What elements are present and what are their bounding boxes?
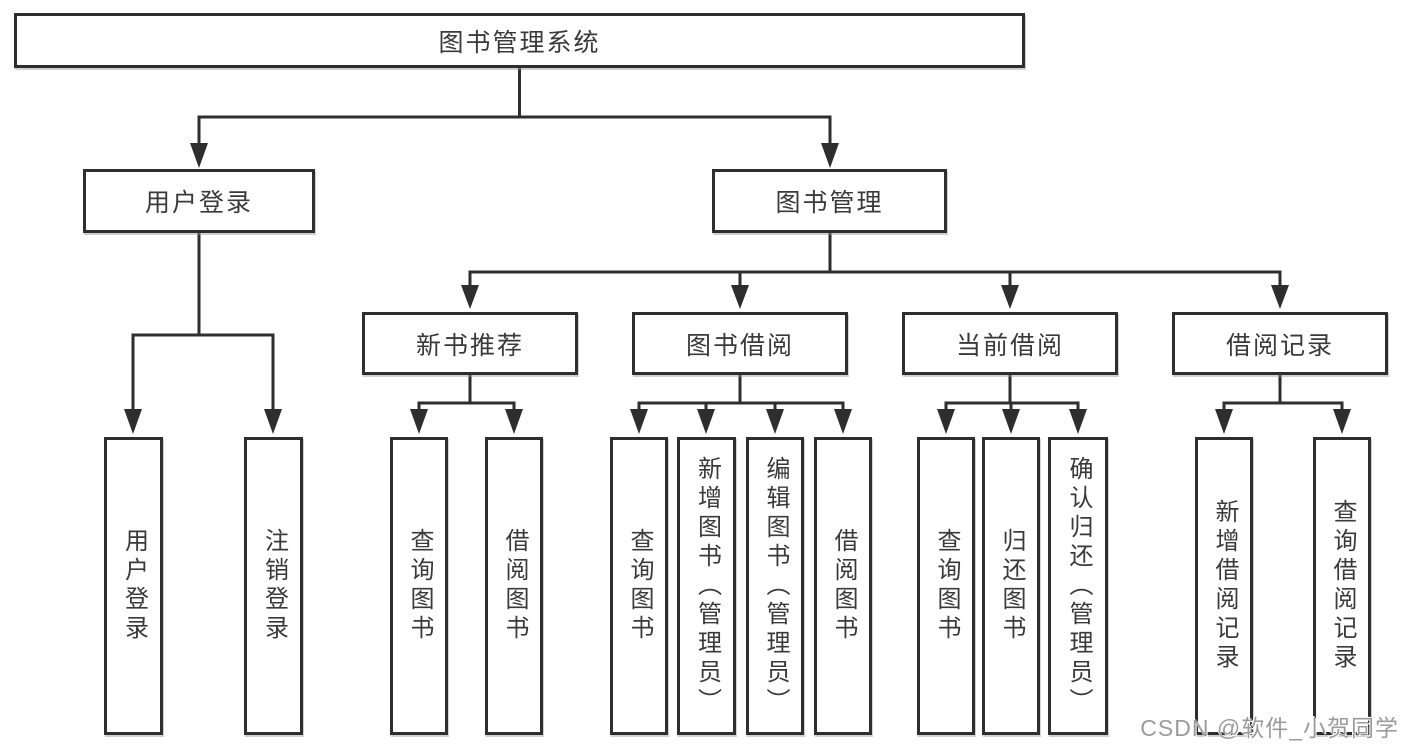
leaf-label: 归还图书 bbox=[998, 528, 1025, 644]
arrow-down-icon bbox=[1002, 409, 1020, 434]
node-current-borrowing: 当前借阅 bbox=[902, 312, 1118, 375]
leaf-label: 查询图书 bbox=[933, 528, 960, 644]
leaf-return-books: 归还图书 bbox=[982, 437, 1040, 735]
leaf-edit-book-admin: 编辑图书（管理员） bbox=[746, 437, 804, 735]
line-userlogin-branch bbox=[131, 333, 275, 412]
leaf-query-books-recommend: 查询图书 bbox=[390, 437, 448, 735]
leaf-query-books-borrowing: 查询图书 bbox=[610, 437, 668, 735]
arrow-down-icon bbox=[461, 285, 479, 309]
leaf-label: 借阅图书 bbox=[501, 528, 528, 644]
line-sec2-branch bbox=[944, 401, 1080, 414]
leaf-borrow-books-recommend: 借阅图书 bbox=[485, 437, 543, 735]
arrow-down-icon bbox=[190, 143, 208, 168]
watermark: CSDN @软件_小贺同学 bbox=[1140, 715, 1399, 741]
leaf-label: 用户登录 bbox=[120, 528, 148, 644]
leaf-logout: 注销登录 bbox=[244, 437, 303, 735]
leaf-label: 新增图书（管理员） bbox=[693, 455, 721, 717]
leaf-label: 查询图书 bbox=[626, 528, 653, 644]
line-sec3-branch bbox=[1222, 401, 1344, 414]
leaf-user-login: 用户登录 bbox=[104, 437, 163, 735]
arrow-down-icon bbox=[1069, 409, 1087, 434]
leaf-label: 查询借阅记录 bbox=[1329, 499, 1356, 673]
node-book-borrowing: 图书借阅 bbox=[632, 312, 848, 375]
leaf-query-borrow-record: 查询借阅记录 bbox=[1313, 437, 1371, 735]
arrow-down-icon bbox=[731, 285, 749, 309]
line-sec1-branch bbox=[637, 401, 845, 414]
arrow-down-icon bbox=[697, 409, 715, 434]
arrow-down-icon bbox=[937, 409, 955, 434]
arrow-down-icon bbox=[630, 409, 648, 434]
arrow-down-icon bbox=[821, 143, 839, 168]
leaf-borrow-books-borrowing: 借阅图书 bbox=[814, 437, 872, 735]
arrow-down-icon bbox=[1215, 409, 1233, 434]
leaf-label: 确认归还（管理员） bbox=[1065, 455, 1092, 717]
leaf-confirm-return-admin: 确认归还（管理员） bbox=[1048, 437, 1108, 735]
leaf-label: 借阅图书 bbox=[830, 528, 857, 644]
arrow-down-icon bbox=[264, 409, 282, 434]
arrow-down-icon bbox=[1001, 285, 1019, 309]
arrow-down-icon bbox=[1271, 285, 1289, 309]
node-book-management: 图书管理 bbox=[712, 169, 947, 233]
arrow-down-icon bbox=[410, 409, 428, 434]
line-root-branch bbox=[197, 115, 832, 145]
arrow-down-icon bbox=[766, 409, 784, 434]
arrow-down-icon bbox=[834, 409, 852, 434]
leaf-label: 注销登录 bbox=[260, 528, 288, 644]
node-user-login: 用户登录 bbox=[83, 169, 315, 233]
arrow-down-icon bbox=[505, 409, 523, 434]
leaf-add-borrow-record: 新增借阅记录 bbox=[1195, 437, 1253, 735]
leaf-label: 新增借阅记录 bbox=[1211, 499, 1238, 673]
node-library-system: 图书管理系统 bbox=[14, 13, 1025, 68]
leaf-label: 查询图书 bbox=[406, 528, 433, 644]
arrow-down-icon bbox=[1333, 409, 1351, 434]
leaf-add-book-admin: 新增图书（管理员） bbox=[677, 437, 736, 735]
node-borrowing-records: 借阅记录 bbox=[1172, 312, 1388, 375]
line-bookmgmt-branch bbox=[468, 270, 1282, 288]
line-sec0-branch bbox=[417, 401, 516, 414]
node-new-book-recommendation: 新书推荐 bbox=[362, 312, 578, 375]
arrow-down-icon bbox=[124, 409, 142, 434]
leaf-label: 编辑图书（管理员） bbox=[762, 455, 789, 717]
leaf-query-books-current: 查询图书 bbox=[917, 437, 975, 735]
